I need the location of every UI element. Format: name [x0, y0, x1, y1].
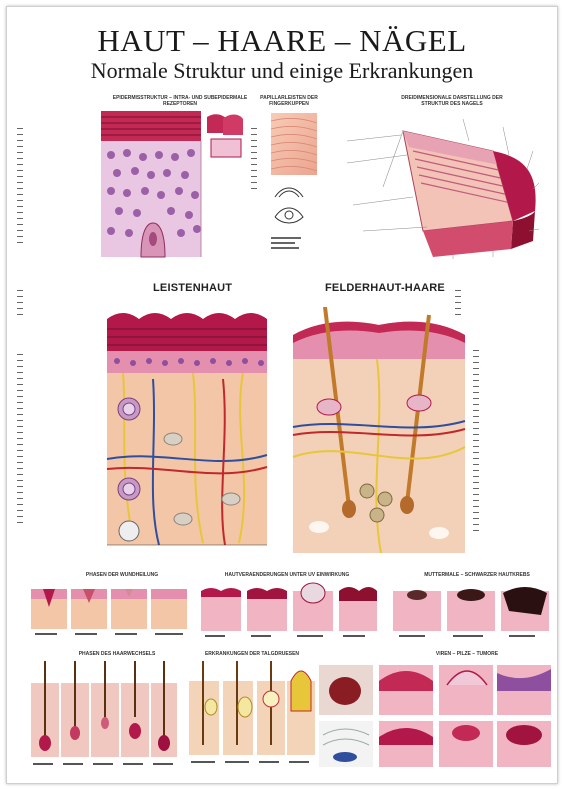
sebaceous-gland-strip	[189, 661, 315, 763]
felderhaut-heading: FELDERHAUT-HAARE	[325, 282, 445, 294]
epidermis-caption: EPIDERMISSTRUKTUR – INTRA- UND SUBEPIDER…	[112, 95, 248, 107]
sebaceous-caption: ERKRANKUNGEN DER TALGDRUESEN	[204, 651, 300, 657]
leistenhaut-figure	[106, 313, 268, 546]
anatomy-poster: HAUT – HAARE – NÄGEL Normale Struktur un…	[6, 6, 558, 784]
hair-cycle-strip	[31, 661, 177, 765]
leistenhaut-heading: LEISTENHAUT	[153, 282, 233, 294]
wound-healing-strip	[31, 589, 187, 635]
epidermis-number-list	[251, 125, 261, 191]
uv-changes-strip	[201, 582, 377, 637]
leistenhaut-label-list	[17, 351, 101, 525]
epidermis-structure-figure	[101, 111, 243, 258]
virus-fungus-tumor-grid	[319, 665, 551, 767]
hair-cycle-caption: PHASEN DES HAARWECHSELS	[78, 651, 156, 657]
nail-3d-figure	[346, 118, 540, 259]
papillar-caption: PAPILLARLEISTEN DER FINGERKUPPEN	[260, 95, 318, 107]
leistenhaut-layer-list	[17, 287, 107, 317]
mole-melanoma-strip	[393, 587, 549, 637]
viral-caption: VIREN – PILZE – TUMORE	[435, 651, 499, 657]
uv-caption: HAUTVERAENDERUNGEN UNTER UV EINWIRKUNG	[224, 572, 350, 578]
felderhaut-haare-figure	[292, 307, 466, 554]
nail-caption: DREIDIMENSIONALE DARSTELLUNG DER STRUKTU…	[401, 95, 503, 107]
poster-subtitle: Normale Struktur und einige Erkrankungen	[90, 58, 474, 83]
mole-caption: MUTTERMALE – SCHWARZER HAUTKREBS	[424, 572, 530, 578]
poster-title: HAUT – HAARE – NÄGEL	[97, 23, 467, 58]
papillar-ridges-figure	[270, 113, 318, 249]
felderhaut-label-list	[473, 347, 553, 533]
wound-caption: PHASEN DER WUNDHEILUNG	[85, 572, 159, 578]
epidermis-label-list	[17, 125, 97, 245]
